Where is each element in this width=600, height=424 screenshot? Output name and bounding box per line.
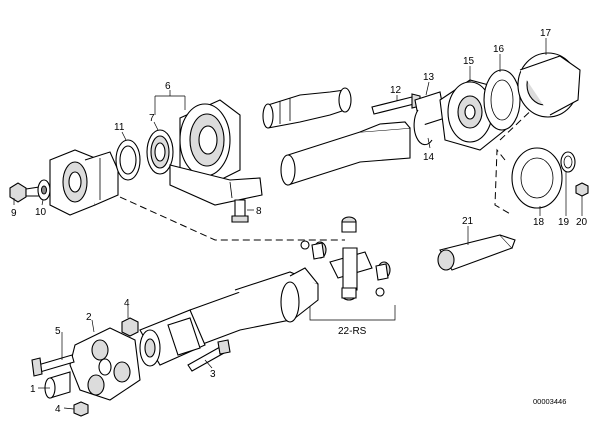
label-3: 3 xyxy=(210,369,216,380)
label-10: 10 xyxy=(35,207,47,218)
flex-disc-2 xyxy=(69,327,141,401)
flange-yoke xyxy=(49,149,119,216)
label-8: 8 xyxy=(256,206,262,217)
coupling-17 xyxy=(517,52,581,118)
label-22-rs: 22-RS xyxy=(338,326,367,337)
label-1: 1 xyxy=(30,384,36,395)
label-18: 18 xyxy=(533,217,545,228)
circlip-19 xyxy=(560,151,576,173)
assembly-line-rear xyxy=(494,148,513,216)
label-14: 14 xyxy=(423,152,435,163)
label-12: 12 xyxy=(390,85,402,96)
nut-20 xyxy=(575,182,589,197)
dust-cover-18 xyxy=(511,147,563,209)
label-9: 9 xyxy=(11,208,17,219)
bracket-22 xyxy=(309,305,396,321)
label-19: 19 xyxy=(558,217,570,228)
bolt-3 xyxy=(187,339,231,372)
splined-shaft-upper xyxy=(262,87,352,129)
label-16: 16 xyxy=(493,44,505,55)
assembly-line-front xyxy=(99,187,345,241)
bearing-7 xyxy=(146,129,174,175)
universal-joint-kit-22 xyxy=(300,216,391,301)
propeller-shaft xyxy=(139,267,319,367)
circlip-14 xyxy=(413,109,433,146)
bolt-5 xyxy=(31,354,75,377)
nut-4-upper xyxy=(121,317,139,337)
leader-lines xyxy=(13,38,583,410)
label-2: 2 xyxy=(86,312,92,323)
label-13: 13 xyxy=(423,72,435,83)
shaft-tube-mid xyxy=(280,121,411,186)
label-17: 17 xyxy=(540,28,552,39)
label-21: 21 xyxy=(462,216,474,227)
label-20: 20 xyxy=(576,217,588,228)
grease-tube-21 xyxy=(437,234,516,271)
label-7: 7 xyxy=(149,113,155,124)
washer-10 xyxy=(37,179,51,201)
label-6: 6 xyxy=(165,81,171,92)
sleeve-1 xyxy=(44,371,71,399)
label-4-upper: 4 xyxy=(124,298,130,309)
gasket-16 xyxy=(483,69,521,131)
label-11: 11 xyxy=(114,122,125,133)
label-4-lower: 4 xyxy=(55,404,61,415)
label-5: 5 xyxy=(55,326,61,337)
seal-ring-11 xyxy=(115,139,141,181)
label-15: 15 xyxy=(463,56,475,67)
center-bearing-6 xyxy=(169,99,263,206)
nut-4-lower xyxy=(73,401,89,417)
reference-number: 00003446 xyxy=(533,397,566,406)
bolt-12 xyxy=(371,93,421,115)
bolt-8 xyxy=(231,199,249,223)
